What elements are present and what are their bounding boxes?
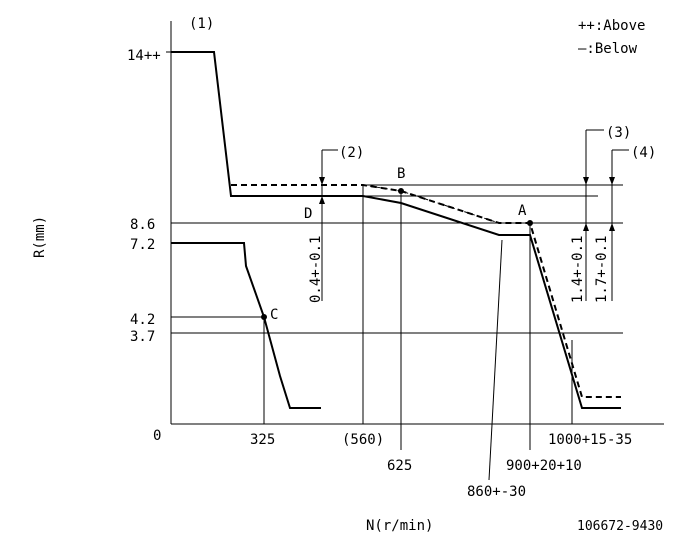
y-axis-label: R(mm) xyxy=(32,216,48,258)
x-tick-label: 325 xyxy=(250,432,275,448)
callout-3: (3) xyxy=(606,125,631,141)
x-tick-label: 625 xyxy=(387,458,412,474)
y-tick-label: 3.7 xyxy=(130,329,155,345)
x-tick-label: 900+20+10 xyxy=(506,458,582,474)
point-mark-a xyxy=(527,220,533,226)
x-tick-label: 860+-30 xyxy=(467,484,526,500)
leader-line-860 xyxy=(488,239,503,481)
point-mark-b xyxy=(398,188,404,194)
arrow-head xyxy=(609,177,615,185)
callout-2: (2) xyxy=(339,145,364,161)
legend-entry-above: ++:Above xyxy=(578,18,645,34)
x-tick-label: (560) xyxy=(342,432,384,448)
series-lines xyxy=(171,51,621,409)
series-line-below xyxy=(171,51,621,409)
grid-lines xyxy=(166,51,629,481)
series-line-above xyxy=(231,184,621,398)
point-label-d: D xyxy=(304,206,312,222)
point-label-b: B xyxy=(397,166,405,182)
y-tick-label: 7.2 xyxy=(130,237,155,253)
y-tick-label: 14++ xyxy=(127,48,161,64)
arrow-head xyxy=(319,177,325,185)
dimension-label: 0.4+-0.1 xyxy=(308,236,324,303)
arrow-head xyxy=(319,196,325,204)
drawing-number: 106672-9430 xyxy=(577,519,663,534)
dimension-label: 1.7+-0.1 xyxy=(594,236,610,303)
point-label-c: C xyxy=(270,307,278,323)
callout-1: (1) xyxy=(189,16,214,32)
y-tick-label: 8.6 xyxy=(130,217,155,233)
y-tick-label: 4.2 xyxy=(130,312,155,328)
x-tick-label: 1000+15-35 xyxy=(548,432,632,448)
y-tick-label: 0 xyxy=(153,428,161,444)
point-mark-c xyxy=(261,314,267,320)
series-line-idle xyxy=(171,242,321,409)
arrow-head xyxy=(583,223,589,231)
arrow-head xyxy=(609,223,615,231)
point-label-a: A xyxy=(518,203,527,219)
x-axis-label: N(r/min) xyxy=(366,518,433,534)
point-marks xyxy=(261,188,533,320)
dimension-label: 1.4+-0.1 xyxy=(570,236,586,303)
arrow-head xyxy=(583,177,589,185)
legend-entry-below: —:Below xyxy=(578,41,638,57)
callout-4: (4) xyxy=(631,145,656,161)
